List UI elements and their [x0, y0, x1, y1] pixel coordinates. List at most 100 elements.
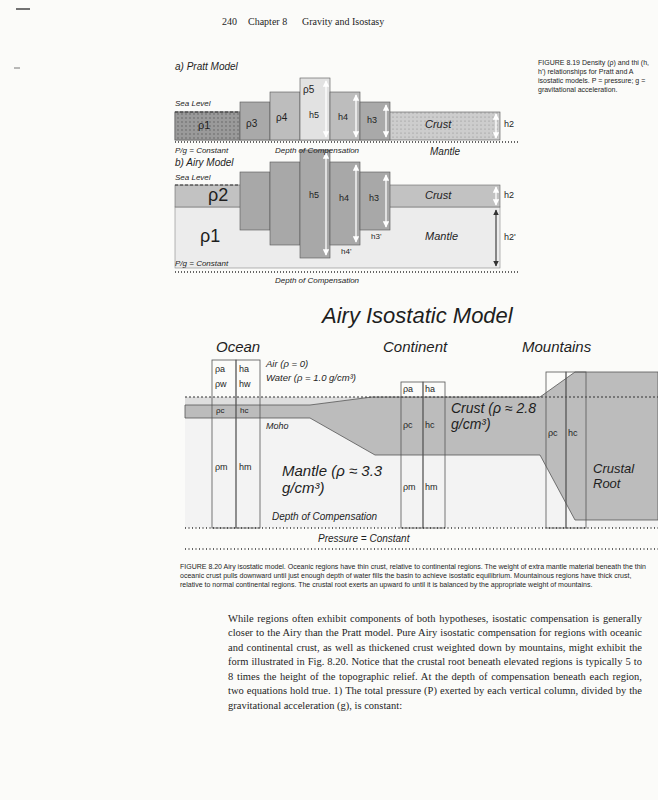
level-label: Pressure = Constant [318, 533, 409, 545]
height-label: hc [425, 420, 435, 430]
region-label: Ocean [216, 338, 260, 355]
figure-title: Airy Isostatic Model [322, 303, 513, 328]
height-label: h2' [504, 232, 516, 242]
level-label: Depth of Compensation [275, 276, 359, 285]
pratt-model [175, 112, 240, 140]
height-label: h4 [339, 193, 349, 203]
airy-model-small [495, 187, 496, 205]
panel-label: b) Airy Model [175, 157, 234, 169]
height-label: hm [425, 482, 438, 492]
density-label: ρc [216, 406, 225, 415]
density-label: ρ2 [208, 185, 228, 206]
figure-caption: FIGURE 8.19 Density (ρ) and thi (h, h') … [538, 58, 652, 94]
scan-mark [14, 9, 30, 68]
page-number: 240 [222, 16, 237, 28]
pratt-model [385, 105, 386, 137]
height-label: hc [568, 428, 578, 438]
airy-model-small [355, 165, 356, 242]
height-label: h3 [369, 193, 379, 203]
height-label: ha [425, 384, 435, 394]
height-label: h2 [504, 190, 514, 200]
region-label: Continent [383, 338, 447, 355]
density-label: ρ5 [303, 84, 314, 96]
airy-model-small [385, 175, 386, 227]
pratt-model [175, 141, 520, 142]
airy-model-small [300, 150, 330, 258]
pratt-model [300, 78, 330, 140]
height-label: h5 [309, 110, 319, 120]
density-label: ρ1 [200, 226, 220, 247]
density-label: ρa [215, 364, 225, 374]
level-label: Sea Level [175, 99, 211, 108]
level-label: Depth of Compensation [272, 511, 377, 523]
pressure-column [566, 372, 586, 528]
airy-model-small [270, 162, 300, 245]
density-label: ρ1 [198, 119, 210, 132]
airy-model-small [240, 172, 270, 230]
density-label: ρa [403, 384, 413, 394]
region-label: Mountains [522, 338, 591, 355]
density-label: ρc [403, 420, 413, 430]
pratt-model [330, 92, 360, 140]
pratt-model [360, 102, 390, 140]
layer-label: Crust [425, 189, 451, 202]
layer-label: Crustal Root [593, 462, 651, 492]
pressure-column [423, 382, 445, 528]
height-label: h3 [367, 115, 377, 125]
density-label: ρ3 [246, 118, 257, 130]
layer-label: Crust (ρ ≈ 2.8 g/cm³) [451, 400, 537, 432]
pressure-column [546, 372, 566, 528]
level-label: Sea Level [175, 173, 211, 182]
density-label: ρm [403, 482, 416, 492]
level-label: Depth of Compensation [275, 146, 359, 155]
pratt-model [175, 112, 240, 113]
airy-model-small [330, 162, 360, 245]
airy-model-small [175, 271, 520, 272]
pressure-column [212, 360, 236, 528]
pressure-column [236, 360, 260, 528]
page-header: Gravity and Isostasy [302, 16, 384, 28]
height-label: h4' [341, 247, 351, 256]
density-label: ρ4 [276, 112, 287, 124]
scan-mark [14, 68, 20, 69]
pratt-model [355, 95, 356, 137]
airy-model-large [185, 396, 658, 397]
figure-caption: FIGURE 8.20 Airy isostatic model. Oceani… [180, 562, 652, 589]
height-label: h2 [504, 119, 514, 129]
height-label: hw [239, 379, 251, 389]
page-header: Chapter 8 [248, 16, 287, 28]
level-label: P/g = Constant [175, 259, 228, 268]
level-label: P/g = Constant [175, 146, 228, 155]
pratt-model [175, 78, 520, 142]
pressure-column [212, 360, 586, 528]
layer-label: Mantle [425, 230, 458, 243]
height-label: h4 [338, 112, 348, 122]
airy-model-small [175, 150, 520, 272]
layer-label: Mantle (ρ ≈ 3.3 g/cm³) [282, 462, 404, 497]
height-label: hm [239, 462, 252, 472]
height-label: h3' [371, 232, 381, 241]
layer-label: Mantle [430, 146, 460, 158]
body-text: While regions often exhibit components o… [228, 612, 642, 713]
airy-model-small [175, 185, 240, 186]
layer-label: Crust [425, 118, 451, 131]
layer-label: Air (ρ = 0) [266, 359, 308, 370]
pressure-column [401, 382, 423, 528]
density-label: ρw [215, 379, 227, 389]
layer-label: Water (ρ = 1.0 g/cm³) [266, 373, 356, 384]
airy-model-large [185, 360, 658, 549]
pratt-model [240, 102, 270, 140]
pratt-model [325, 81, 326, 137]
density-label: ρm [215, 462, 228, 472]
height-label: hc [240, 406, 248, 415]
airy-model-large [185, 527, 658, 529]
crust [185, 372, 658, 520]
boundary-label: Moho [266, 421, 289, 431]
pratt-model [495, 114, 496, 138]
panel-label: a) Pratt Model [175, 61, 238, 73]
airy-model-small [360, 172, 390, 230]
density-label: ρc [548, 428, 558, 438]
height-label: h5 [309, 190, 319, 200]
scan-mark [16, 8, 30, 10]
